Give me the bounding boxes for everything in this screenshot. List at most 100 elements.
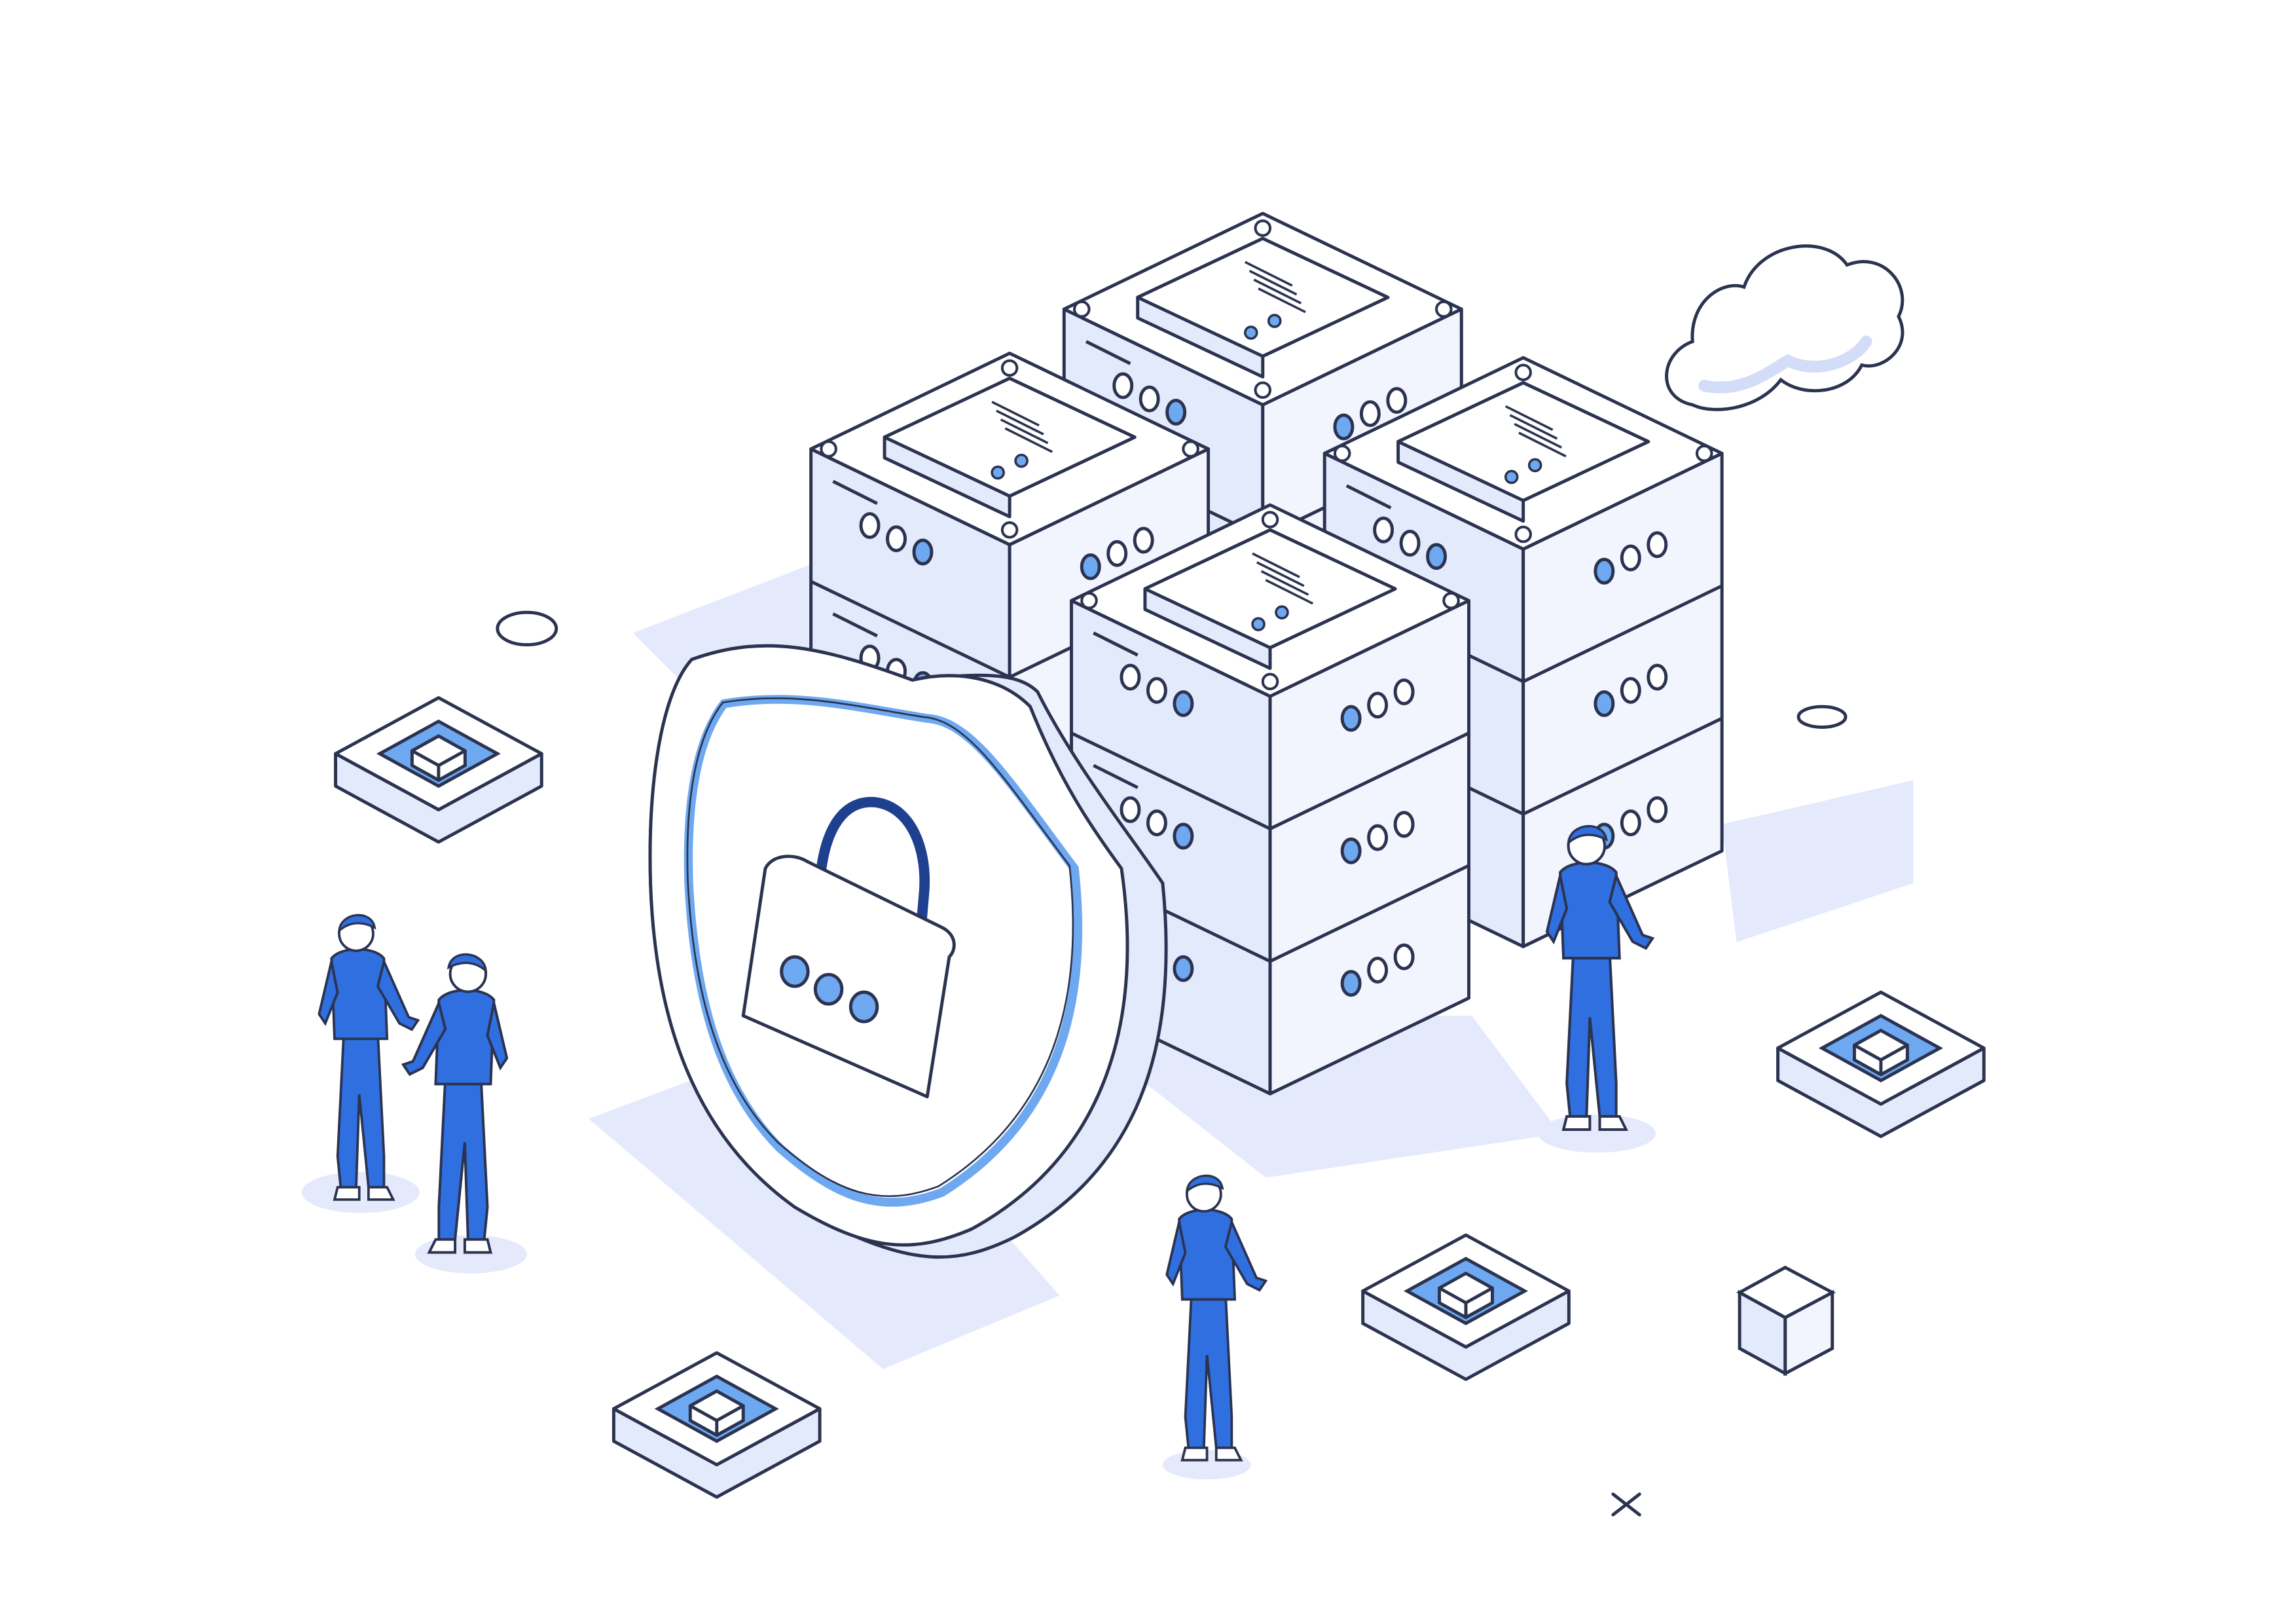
server-indicator [1267, 314, 1282, 328]
padlock-dot [813, 972, 844, 1006]
cube-top [1736, 1265, 1836, 1320]
server-screw [1261, 511, 1279, 528]
person-hair [1567, 824, 1608, 846]
server-screw [1435, 300, 1453, 318]
server-top-plate [1143, 528, 1397, 650]
server-status-light [1112, 372, 1134, 399]
tile-bottom-left [611, 1351, 822, 1499]
server-status-light [1165, 398, 1187, 426]
server-vent-line [832, 479, 878, 506]
server-status-light [1620, 676, 1641, 704]
server-status-light [1393, 678, 1415, 706]
server-screw [1254, 381, 1272, 399]
server-status-light [1133, 526, 1154, 554]
server-status-light [1620, 809, 1641, 837]
tile-button-edge [689, 1404, 744, 1423]
person-arm [401, 999, 447, 1077]
person-hair [1185, 1174, 1224, 1194]
server-screw [1695, 445, 1713, 462]
server-status-light [1173, 690, 1194, 718]
server-indicator [991, 465, 1005, 480]
server-screw [1261, 673, 1279, 691]
person-hair [446, 953, 488, 974]
tile-right [1776, 990, 1986, 1138]
server-vent-line [1093, 764, 1139, 789]
server-label-line [1245, 261, 1293, 287]
server-status-light [1340, 970, 1362, 997]
server-label-line [1518, 432, 1567, 458]
server-status-light [1594, 690, 1615, 718]
server-top-plate [883, 377, 1137, 498]
server-status-light [886, 525, 907, 553]
server-label-line [1000, 418, 1049, 445]
server-screw [1000, 359, 1019, 377]
server-status-light [1080, 553, 1101, 580]
server-status-light [1139, 385, 1160, 413]
floating-ring [496, 610, 558, 647]
tile-bottom-center [1361, 1233, 1571, 1381]
server-screw [1514, 363, 1532, 382]
person-arm [1545, 875, 1569, 945]
server-status-light [1173, 955, 1194, 982]
server-screw [1000, 521, 1019, 539]
person-arm [1224, 1218, 1268, 1292]
server-top-plate [1136, 236, 1390, 358]
server-status-light [1620, 544, 1641, 572]
server-vent-line [1093, 631, 1139, 657]
server-status-light [1647, 531, 1668, 559]
server-status-light [1173, 822, 1194, 850]
person-shoes [333, 1186, 395, 1201]
server-status-light [1359, 400, 1381, 428]
shadow-shape [1059, 1016, 1560, 1178]
server-status-light [1120, 796, 1141, 823]
server-status-light [1393, 811, 1415, 838]
person-shadow [301, 1172, 420, 1213]
person-hair [338, 913, 376, 934]
floating-ring [1796, 705, 1848, 729]
server-vent-line [1085, 340, 1131, 365]
padlock-shackle [814, 796, 930, 948]
server-screw [1333, 445, 1351, 462]
person-walking-right [1545, 824, 1655, 1132]
server-label-line [1252, 552, 1300, 578]
person-arm [1165, 1221, 1187, 1287]
server-status-light [1399, 530, 1421, 557]
server-status-light [1146, 676, 1167, 704]
server-label-line [1260, 570, 1309, 596]
person-torso [434, 989, 496, 1086]
server-status-light [1106, 540, 1128, 567]
cloud-icon [1665, 244, 1904, 411]
server-status-light [1647, 796, 1668, 823]
server-label-line [1514, 422, 1562, 449]
shield-inner-line [686, 697, 1074, 1198]
server-screw [1514, 525, 1532, 544]
server-indicator [1014, 453, 1029, 468]
padlock-body [741, 855, 956, 1099]
person-legs [1565, 950, 1618, 1118]
person-woman-left [318, 913, 420, 1201]
person-man-left [401, 953, 509, 1254]
server-top-plate [1396, 381, 1650, 502]
server-status-light [1120, 663, 1141, 691]
person-arm [486, 1003, 509, 1071]
person-legs [437, 1076, 489, 1241]
server-status-light [859, 512, 881, 539]
tile-button [1438, 1271, 1494, 1320]
close-mark-icon [1611, 1492, 1641, 1517]
tile-button [688, 1389, 745, 1437]
server-label-line [1265, 579, 1314, 605]
person-arm [1608, 872, 1655, 950]
server-label-line [1253, 278, 1302, 304]
server-status-light [1367, 692, 1389, 719]
server-label-line [996, 409, 1044, 435]
person-shoes [427, 1238, 493, 1254]
server-status-light [1367, 824, 1389, 851]
tile-button [410, 734, 467, 783]
server-screw [1073, 300, 1091, 318]
server-screw [820, 440, 837, 458]
server-status-light [1386, 386, 1408, 414]
person-torso [330, 948, 389, 1041]
server-indicator [1251, 617, 1266, 631]
server-status-light [1393, 943, 1415, 970]
server-indicator [1504, 470, 1519, 485]
